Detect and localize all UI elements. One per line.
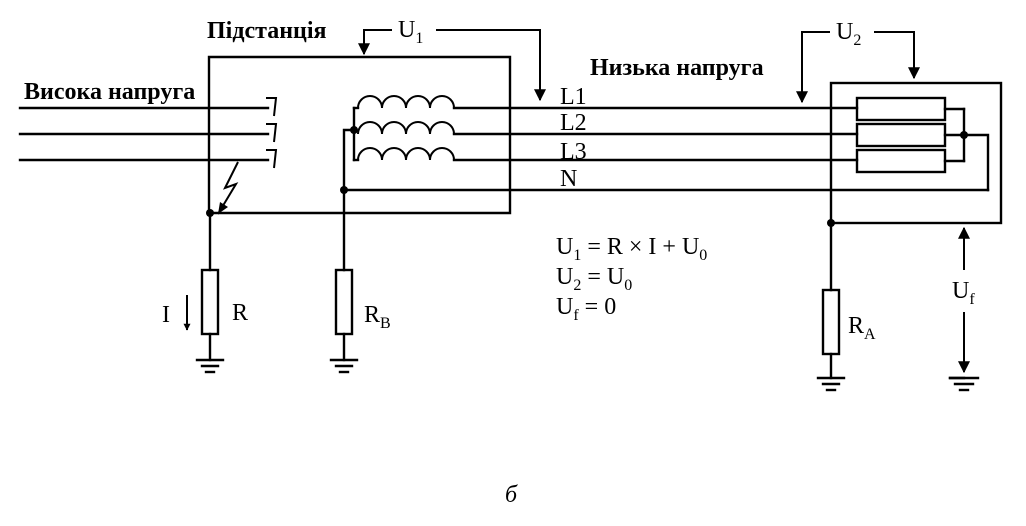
consumer-enclosure — [827, 81, 1003, 227]
uf-label: Uf — [952, 278, 975, 308]
line-l2-label: L2 — [560, 110, 587, 136]
u1-label: U1 — [398, 17, 423, 47]
line-l1-label: L1 — [560, 84, 587, 110]
equation-2: U2 = U0 — [556, 264, 632, 294]
u1-arrow — [358, 29, 546, 102]
current-label: I — [162, 302, 170, 328]
line-n-label: N — [560, 166, 577, 192]
low-voltage-lines — [340, 106, 990, 272]
u2-label: U2 — [836, 19, 861, 49]
consumer-earth-ra — [816, 221, 846, 392]
high-voltage-label: Висока напруга — [24, 79, 195, 105]
transformer-windings — [350, 95, 455, 162]
fault-lightning-icon — [217, 161, 239, 215]
equations: U1 = R × I + U0 U2 = U0 Uf = 0 — [556, 234, 707, 324]
resistor-r-label: R — [232, 300, 248, 326]
figure-caption: б — [505, 482, 518, 508]
neutral-earth-rb — [329, 268, 359, 374]
equation-3: Uf = 0 — [556, 294, 616, 324]
resistor-ra-label: RA — [848, 313, 876, 343]
uf-reference-earth — [948, 376, 980, 392]
high-voltage-lines — [18, 97, 278, 169]
resistor-rb-label: RB — [364, 302, 391, 332]
u2-arrow — [796, 31, 920, 104]
substation-earth-r — [195, 209, 225, 374]
substation-label: Підстанція — [207, 18, 327, 44]
low-voltage-label: Низька напруга — [590, 55, 764, 81]
equation-1: U1 = R × I + U0 — [556, 234, 707, 264]
line-l3-label: L3 — [560, 139, 587, 165]
